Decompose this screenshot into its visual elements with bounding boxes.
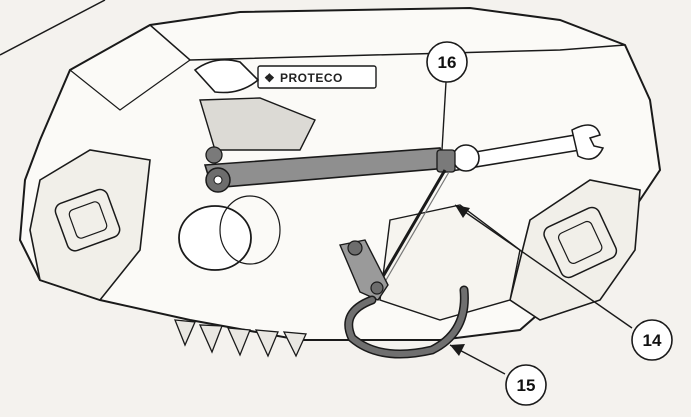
release-plate (199, 97, 316, 151)
leader-line-top-left (0, 0, 106, 56)
callout-label-15: 15 (517, 376, 536, 395)
wrench-jaw (571, 124, 605, 160)
rod-bracket-nut (347, 240, 363, 256)
lever-top-nut (205, 146, 223, 164)
release-cable-fill (345, 287, 468, 357)
callout-label-14: 14 (643, 331, 662, 350)
gear-fins (173, 319, 307, 358)
release-rod (376, 169, 447, 286)
control-box (379, 204, 521, 321)
brand-symbol: ❖ (264, 71, 275, 85)
callout-circle-14 (631, 319, 673, 361)
housing-cover-ridge (149, 24, 626, 61)
leader-15-arrowhead (450, 344, 465, 356)
right-mount-bracket (509, 179, 641, 321)
right-mount-slot (543, 206, 618, 279)
lever-pivot-bolt-center (213, 175, 223, 185)
left-mount-slot (54, 188, 121, 252)
brand-name: PROTECO (280, 71, 343, 85)
housing-cover-edge (69, 59, 191, 111)
wrench-ring (452, 144, 480, 172)
left-mount-slot-inner (68, 201, 108, 239)
leader-16 (441, 81, 447, 151)
rod-bracket-nut-lower (370, 281, 384, 295)
callout-label-16: 16 (438, 53, 457, 72)
leader-14 (454, 204, 633, 329)
leader-14-arrowhead (455, 205, 470, 218)
motor-drum-rim (219, 195, 281, 265)
callout-circle-15 (505, 364, 547, 406)
left-mount-bracket (29, 149, 151, 301)
bar-end-nut (436, 149, 456, 173)
callout-circle-16 (426, 41, 468, 83)
motor-drum (178, 205, 252, 271)
release-rod-highlight (381, 171, 450, 288)
right-mount-slot-inner (557, 220, 603, 264)
release-knob (193, 59, 260, 94)
brand-plate (257, 65, 377, 89)
